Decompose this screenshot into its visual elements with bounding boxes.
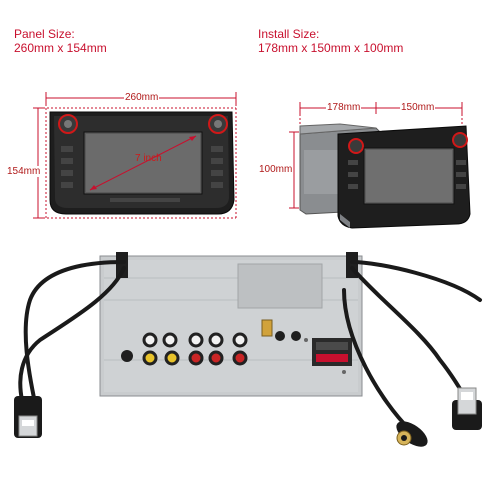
rca-jacks <box>142 332 248 366</box>
install-size-value: 178mm x 150mm x 100mm <box>258 41 404 55</box>
panel-height-label: 154mm <box>6 166 42 177</box>
install-width-label: 178mm <box>326 102 362 113</box>
panel-size-title: Panel Size: <box>14 27 75 41</box>
audio-jack <box>396 421 428 447</box>
install-depth-label: 150mm <box>400 102 436 113</box>
panel-front-unit <box>33 92 237 220</box>
install-size-title: Install Size: <box>258 27 320 41</box>
install-unit <box>289 102 471 229</box>
rear-chassis <box>99 252 363 397</box>
screen-size-label: 7 inch <box>135 153 162 164</box>
usb-connector-right <box>452 387 482 430</box>
panel-width-label: 260mm <box>124 92 160 103</box>
usb-cables <box>18 260 482 432</box>
panel-size-value: 260mm x 154mm <box>14 41 107 55</box>
install-height-label: 100mm <box>258 164 294 175</box>
usb-connector-left <box>14 396 42 438</box>
